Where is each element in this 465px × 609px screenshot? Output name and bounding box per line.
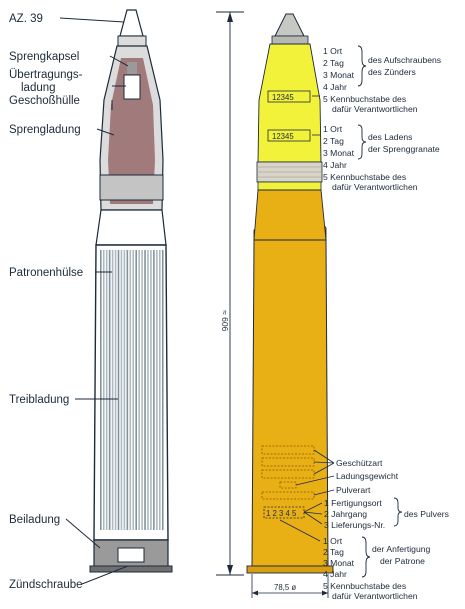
label-geschuetzart: Geschützart: [336, 458, 383, 468]
fuze-stamp: 12345: [267, 90, 311, 103]
length-label: ≈ 606: [220, 310, 230, 332]
label-ladungsgewicht: Ladungsgewicht: [336, 471, 399, 481]
diameter-label: 78,5 ø: [274, 583, 296, 592]
patrone-marking-legend: 1 Ort 2 Tag 3 Monat 4 Jahr 5 Kennbuchsta…: [323, 536, 431, 601]
propellant-stick: [105, 250, 108, 530]
exterior-fuze-ring: [271, 35, 309, 45]
label-az: AZ. 39: [9, 13, 43, 25]
propellant-stick: [161, 250, 164, 530]
propellant-stick: [147, 250, 149, 530]
load-brace-2: der Sprenggranate: [368, 144, 440, 154]
fuze-stamp-text: 12345: [272, 93, 294, 102]
propellant-stick: [159, 250, 161, 530]
label-treibladung: Treibladung: [9, 394, 69, 406]
cutaway-detonator: [127, 62, 137, 74]
cutaway-explosive: [108, 58, 155, 204]
propellant-stick: [102, 250, 105, 530]
fuze-item-2: 2 Tag: [323, 58, 344, 68]
propellant-stick: [135, 250, 137, 530]
label-sprengladung: Sprengladung: [9, 124, 81, 136]
label-patronenhuelse: Patronenhülse: [9, 267, 83, 279]
label-zuendschraube: Zündschraube: [9, 579, 83, 591]
load-brace-1: des Ladens: [368, 132, 412, 142]
left-leaders: [59, 17, 129, 585]
label-fertigungsort: 1 Fertigungsort: [324, 498, 382, 508]
propellant-stick: [144, 250, 146, 530]
propellant-stick: [156, 250, 158, 530]
diameter-dimension: [251, 574, 329, 598]
label-beiladung: Beiladung: [9, 514, 60, 526]
label-sprengkapsel: Sprengkapsel: [9, 51, 79, 63]
length-dimension: [216, 11, 244, 576]
propellant-stick: [132, 250, 135, 530]
propellant-stick: [114, 250, 117, 530]
patrone-brace-1: der Anfertigung: [372, 544, 431, 554]
propellant-stick: [120, 250, 123, 530]
label-uebertragung-1: Übertragungs-: [9, 69, 83, 81]
propellant-stick: [126, 250, 129, 530]
label-pulverart: Pulverart: [336, 485, 371, 495]
exterior-fuze: [274, 13, 305, 37]
load-marking-legend: 1 Ort 2 Tag 3 Monat 4 Jahr 5 Kennbuchsta…: [323, 124, 440, 192]
label-geschosshuelle: Geschoßhülle: [9, 95, 80, 107]
fuze-item-1: 1 Ort: [323, 46, 343, 56]
fuze-item-5b: dafür Verantwortlichen: [332, 104, 418, 114]
patrone-item-3: 3 Monat: [323, 558, 355, 568]
exterior-rim: [246, 565, 334, 574]
exterior-round: [246, 13, 334, 574]
patrone-item-4: 4 Jahr: [323, 569, 347, 579]
propellant-stick: [111, 250, 114, 530]
propellant-stick: [108, 250, 111, 530]
fuze-brace-2: des Zünders: [368, 67, 416, 77]
fuze-brace-1: des Aufschraubens: [368, 55, 441, 65]
propellant-stick: [100, 250, 102, 530]
patrone-item-2: 2 Tag: [323, 547, 344, 557]
load-stamp-text: 12345: [272, 132, 294, 141]
cutaway-propellant: [100, 250, 164, 530]
propellant-stick: [150, 250, 152, 530]
cutaway-round: [89, 9, 173, 573]
propellant-stick: [129, 250, 132, 530]
load-item-5b: dafür Verantwortlichen: [332, 182, 418, 192]
exterior-projectile: [257, 43, 322, 163]
label-uebertragung-2: ladung: [21, 82, 56, 94]
propellant-stick: [153, 250, 155, 530]
cutaway-rim: [89, 565, 173, 573]
patrone-item-5b: dafür Verantwortlichen: [332, 591, 418, 601]
propellant-stick: [138, 250, 140, 530]
cutaway-fuze: [119, 9, 144, 37]
powder-stamp: 1 2 3 4 5: [263, 506, 305, 519]
load-item-1: 1 Ort: [323, 124, 343, 134]
cutaway-driving-band: [99, 174, 164, 201]
fuze-marking-legend: 1 Ort 2 Tag 3 Monat 4 Jahr 5 Kennbuchsta…: [323, 46, 441, 114]
cutaway-primer: [117, 547, 145, 563]
case-marking-legend: Geschützart Ladungsgewicht Pulverart 1 F…: [324, 458, 449, 530]
patrone-item-5a: 5 Kennbuchstabe des: [323, 581, 406, 591]
propellant-stick: [117, 250, 120, 530]
cutaway-fuze-base: [117, 35, 147, 47]
cutaway-case-shoulder: [95, 209, 167, 246]
label-jahrgang: 2 Jahrgang: [324, 509, 367, 519]
right-leaders: [279, 95, 335, 542]
patrone-brace-2: der Patrone: [380, 556, 425, 566]
fuze-item-5a: 5 Kennbuchstabe des: [323, 94, 406, 104]
left-labels: AZ. 39 Sprengkapsel Übertragungs- ladung…: [9, 13, 83, 591]
patrone-item-1: 1 Ort: [323, 536, 343, 546]
label-des-pulvers: des Pulvers: [404, 509, 449, 519]
propellant-stick: [141, 250, 143, 530]
powder-stamp-text: 1 2 3 4 5: [266, 509, 297, 518]
fuze-item-3: 3 Monat: [323, 70, 355, 80]
cutaway-booster: [123, 74, 141, 100]
load-stamp: 12345: [267, 129, 311, 142]
load-item-2: 2 Tag: [323, 136, 344, 146]
propellant-stick: [123, 250, 126, 530]
fuze-item-4: 4 Jahr: [323, 82, 347, 92]
load-item-3: 3 Monat: [323, 148, 355, 158]
load-item-4: 4 Jahr: [323, 160, 347, 170]
label-lieferungs-nr: 3 Lieferungs-Nr.: [324, 520, 385, 530]
braces: [357, 45, 403, 578]
load-item-5a: 5 Kennbuchstabe des: [323, 172, 406, 182]
